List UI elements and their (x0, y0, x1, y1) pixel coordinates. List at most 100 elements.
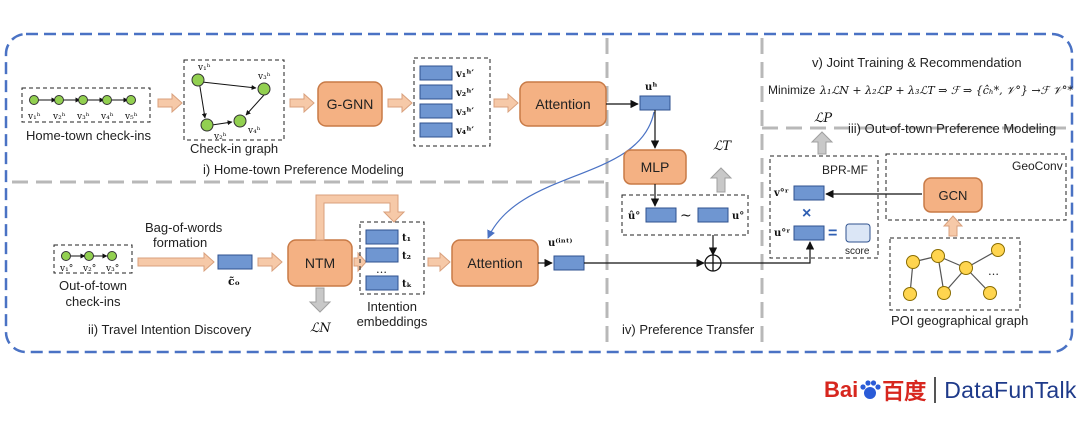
bpr-mf-label: BPR-MF (822, 163, 868, 177)
uo-embedding (697, 207, 729, 223)
intention-embeddings: t₁ t₂ … tₖ Intention embeddings (357, 221, 428, 329)
uint-label: u⁽ⁱⁿᵗ⁾ (548, 238, 573, 249)
poi-graph-label: POI geographical graph (891, 313, 1028, 328)
uh-embedding: uʰ (639, 82, 671, 111)
home-node-label-5: v₅ʰ (124, 112, 138, 122)
attention-bottom-label: Attention (467, 255, 522, 271)
out-node-2 (84, 251, 94, 261)
uo-hat-embedding (645, 207, 677, 223)
home-node-label-3: v₃ʰ (76, 112, 90, 122)
out-checkins-group: v₁° v₂° v₃° Out-of-town check-ins (53, 244, 133, 309)
intention-label-2: embeddings (357, 314, 428, 329)
home-checkins-group: v₁ʰ v₂ʰ v₃ʰ v₄ʰ v₅ʰ Home-town check-ins (21, 87, 151, 143)
hollow-arrow-ggnn-to-embs (387, 92, 413, 114)
hollow-arrow-home-to-graph (157, 92, 183, 114)
gray-arrow-ntm-to-LN (308, 287, 332, 313)
hollow-arrow-intent-to-attention (427, 251, 451, 273)
section-travel-title: ii) Travel Intention Discovery (88, 322, 252, 337)
home-node-1 (29, 95, 39, 105)
poi-dots: … (988, 265, 999, 278)
mlp-module: MLP (623, 149, 687, 185)
uh-label: uʰ (645, 82, 658, 93)
section-home-title: i) Home-town Preference Modeling (203, 162, 404, 177)
graph-node-1 (191, 73, 205, 87)
hidden-emb-label-4: v₄ʰ′ (455, 126, 474, 137)
attention-bottom-module: Attention (451, 239, 539, 287)
bow-label-2: formation (153, 235, 207, 250)
attention-top-module: Attention (519, 81, 607, 127)
graph-node-label-4: v₄ʰ (247, 126, 261, 136)
poi-node-6 (937, 286, 951, 300)
outer-frame (4, 32, 1074, 354)
out-node-label-2: v₂° (82, 264, 96, 274)
hollow-arrow-out-to-bow (137, 251, 215, 273)
section-outtown-title: iii) Out-of-town Preference Modeling (848, 121, 1056, 136)
times-label: × (802, 205, 811, 222)
poi-node-1 (906, 255, 920, 269)
mlp-label: MLP (641, 159, 670, 175)
section-joint-title: v) Joint Training & Recommendation (812, 55, 1022, 70)
tilde-label: ~ (680, 208, 692, 224)
transfer-box: û° ~ u° (621, 194, 749, 236)
checkin-graph: v₁ʰ v₃ʰ v₂ʰ v₄ʰ Check-in graph (183, 59, 285, 156)
baidu-paw-icon (860, 380, 881, 399)
intent-emb-2 (365, 247, 399, 263)
ggnn-module: G-GNN (317, 81, 383, 127)
checkin-graph-label: Check-in graph (190, 141, 278, 156)
brand-divider (934, 377, 937, 403)
minimize-label: Minimize (768, 83, 816, 97)
hidden-embeddings: v₁ʰ′ v₂ʰ′ v₃ʰ′ v₄ʰ′ (413, 57, 491, 147)
baidu-logo-text-right: 百度 (882, 379, 927, 404)
oplus-operator (704, 254, 722, 272)
gcn-label: GCN (939, 188, 968, 203)
out-checkins-label-2: check-ins (66, 294, 121, 309)
graph-node-label-2: v₂ʰ (213, 132, 227, 142)
LN-label: ℒN (310, 321, 331, 336)
intent-emb-label-2: t₂ (402, 251, 411, 262)
baidu-logo-text-left: Bai (824, 377, 859, 402)
hollow-arrow-co-to-ntm (257, 251, 283, 273)
objective-formula: λ₁ℒN + λ₂ℒP + λ₃ℒT ⇒ ℱ ⇒ {ĉₕ*, 𝒱°} →ℱ 𝒱°… (819, 84, 1073, 97)
vor-label: v°ʳ (773, 188, 789, 199)
uor-label: u°ʳ (774, 228, 790, 239)
co-embedding: c̃ₒ (217, 254, 253, 288)
equals-label: = (828, 225, 837, 242)
home-checkins-label: Home-town check-ins (26, 128, 151, 143)
intention-label-1: Intention (367, 299, 417, 314)
home-node-2 (54, 95, 64, 105)
hidden-emb-label-3: v₃ʰ′ (455, 107, 474, 118)
bpr-mf-box: BPR-MF v°ʳ × u°ʳ = score (769, 155, 879, 259)
geoconv-box: GeoConv GCN (885, 153, 1067, 221)
section-dividers (12, 38, 1070, 348)
out-node-label-3: v₃° (105, 264, 119, 274)
home-node-label-2: v₂ʰ (52, 112, 66, 122)
hollow-arrow-graph-to-ggnn (289, 92, 315, 114)
poi-node-7 (983, 286, 997, 300)
LP-label: ℒP (814, 111, 832, 126)
uint-embedding: u⁽ⁱⁿᵗ⁾ (548, 238, 585, 271)
intent-emb-k (365, 275, 399, 291)
co-label: c̃ₒ (228, 275, 240, 288)
gcn-module (923, 177, 983, 213)
graph-node-4 (233, 114, 247, 128)
score-box (845, 223, 871, 243)
datafuntalk-logo: DataFunTalk (944, 376, 1077, 403)
blue-curve-uh-to-attention (487, 111, 655, 239)
attention-top-label: Attention (535, 96, 590, 112)
ntm-label: NTM (305, 255, 335, 271)
poi-node-2 (931, 249, 945, 263)
baidu-logo: Bai 百度 (824, 374, 926, 406)
home-node-5 (126, 95, 136, 105)
score-label: score (845, 246, 870, 257)
graph-node-label-1: v₁ʰ (197, 63, 211, 73)
brand-logo: Bai 百度 DataFunTalk (824, 372, 1077, 408)
home-checkin-nodes: v₁ʰ v₂ʰ v₃ʰ v₄ʰ v₅ʰ (27, 95, 138, 122)
hollow-arrow-ntm-loop (315, 194, 406, 241)
uo-label: u° (732, 211, 744, 222)
uor-embedding (793, 225, 825, 241)
intent-emb-label-k: tₖ (402, 279, 412, 290)
vor-embedding (793, 185, 825, 201)
hidden-emb-2 (419, 84, 453, 100)
gray-arrow-to-LP (810, 131, 834, 155)
